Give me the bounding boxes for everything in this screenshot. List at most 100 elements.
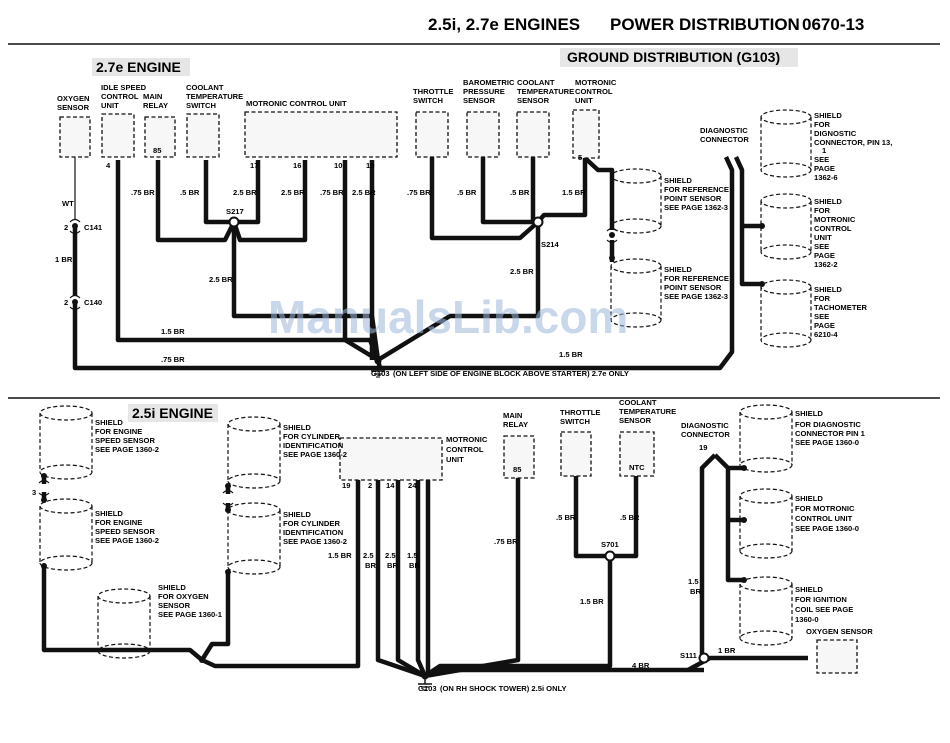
ground-g103-bottom-text: (ON RH SHOCK TOWER) 2.5i ONLY xyxy=(440,684,567,693)
svg-text:1.5 BR: 1.5 BR xyxy=(562,188,586,197)
svg-text:BR: BR xyxy=(387,561,398,570)
shield-reference-point-2 xyxy=(610,258,662,328)
svg-text:2.5: 2.5 xyxy=(385,551,396,560)
motronic-control-unit-2-5i xyxy=(339,437,443,481)
svg-text:FOR: FOR xyxy=(814,120,831,129)
svg-text:DIAGNOSTIC: DIAGNOSTIC xyxy=(700,126,748,135)
svg-text:SHIELD: SHIELD xyxy=(795,585,823,594)
svg-text:FOR IGNITION: FOR IGNITION xyxy=(795,595,847,604)
svg-text:FOR OXYGEN: FOR OXYGEN xyxy=(158,592,209,601)
oxygen-sensor-2-5i xyxy=(816,639,858,674)
svg-text:SEE: SEE xyxy=(814,312,829,321)
svg-text:1: 1 xyxy=(822,146,827,155)
svg-text:RELAY: RELAY xyxy=(503,420,528,429)
svg-text:85: 85 xyxy=(153,146,162,155)
svg-text:PAGE: PAGE xyxy=(814,164,835,173)
svg-text:SHIELD: SHIELD xyxy=(283,510,311,519)
svg-text:BR: BR xyxy=(365,561,376,570)
svg-text:1.5: 1.5 xyxy=(407,551,418,560)
svg-text:SWITCH: SWITCH xyxy=(560,417,590,426)
svg-text:CONNECTOR: CONNECTOR xyxy=(700,135,749,144)
svg-text:IDENTIFICATION: IDENTIFICATION xyxy=(283,441,343,450)
svg-text:IDLE SPEED: IDLE SPEED xyxy=(101,83,147,92)
ground-g103-top-text: (ON LEFT SIDE OF ENGINE BLOCK ABOVE STAR… xyxy=(393,369,629,378)
svg-text:2.5 BR: 2.5 BR xyxy=(510,267,534,276)
svg-text:16: 16 xyxy=(293,161,301,170)
svg-text:FOR CYLINDER: FOR CYLINDER xyxy=(283,519,340,528)
oxygen-sensor-2-7e xyxy=(59,116,91,158)
svg-text:1.5 BR: 1.5 BR xyxy=(559,350,583,359)
svg-text:SHIELD: SHIELD xyxy=(664,265,692,274)
svg-text:TEMPERATURE: TEMPERATURE xyxy=(619,407,676,416)
subtitle-band xyxy=(560,48,798,67)
svg-text:1.5 BR: 1.5 BR xyxy=(328,551,352,560)
svg-text:COIL SEE PAGE: COIL SEE PAGE xyxy=(795,605,853,614)
header-section: POWER DISTRIBUTION xyxy=(610,15,800,34)
svg-text:FOR MOTRONIC: FOR MOTRONIC xyxy=(795,504,855,513)
svg-text:PAGE: PAGE xyxy=(814,321,835,330)
svg-text:SENSOR: SENSOR xyxy=(158,601,191,610)
svg-text:SEE PAGE 1360-2: SEE PAGE 1360-2 xyxy=(283,450,347,459)
svg-text:.75 BR: .75 BR xyxy=(494,537,518,546)
svg-text:SEE: SEE xyxy=(814,242,829,251)
splice-s217 xyxy=(228,216,240,228)
svg-text:MOTRONIC: MOTRONIC xyxy=(814,215,856,224)
watermark-manualslib: ManualsLib.com xyxy=(268,291,628,343)
svg-text:SEE PAGE 1360-0: SEE PAGE 1360-0 xyxy=(795,524,859,533)
svg-text:1 BR: 1 BR xyxy=(55,255,73,264)
bottom-shield-labels: SHIELD FOR ENGINE SPEED SENSOR SEE PAGE … xyxy=(95,409,866,624)
top-pin-labels: 4 85 17 16 10 19 5 xyxy=(106,146,583,170)
svg-text:UNIT: UNIT xyxy=(446,455,464,464)
svg-text:FOR REFERENCE: FOR REFERENCE xyxy=(664,185,729,194)
svg-text:RELAY: RELAY xyxy=(143,101,168,110)
svg-text:1362-2: 1362-2 xyxy=(814,260,838,269)
bottom-section-title: 2.5i ENGINE xyxy=(132,405,213,421)
svg-text:.5 BR: .5 BR xyxy=(510,188,530,197)
svg-text:TACHOMETER: TACHOMETER xyxy=(814,303,868,312)
svg-text:SEE PAGE 1360-1: SEE PAGE 1360-1 xyxy=(158,610,223,619)
top-shield-labels: SHIELD FOR REFERENCE POINT SENSOR SEE PA… xyxy=(664,111,892,339)
svg-text:PRESSURE: PRESSURE xyxy=(463,87,505,96)
shield-diag-connector-top xyxy=(760,109,812,178)
svg-text:THROTTLE: THROTTLE xyxy=(413,87,454,96)
svg-text:SHIELD: SHIELD xyxy=(814,111,842,120)
svg-text:UNIT: UNIT xyxy=(101,101,119,110)
svg-text:6210-4: 6210-4 xyxy=(814,330,838,339)
svg-text:BR: BR xyxy=(409,561,420,570)
throttle-switch-2-7e xyxy=(415,111,449,158)
shield-reference-point-1 xyxy=(610,168,662,234)
svg-text:FOR DIAGNOSTIC: FOR DIAGNOSTIC xyxy=(795,420,861,429)
svg-text:.75 BR: .75 BR xyxy=(320,188,344,197)
svg-text:SHIELD: SHIELD xyxy=(814,197,842,206)
svg-text:14: 14 xyxy=(386,481,395,490)
svg-text:1 BR: 1 BR xyxy=(718,646,736,655)
header-page-number: 0670-13 xyxy=(802,15,864,34)
top-section-title: 2.7e ENGINE xyxy=(96,59,181,75)
svg-text:17: 17 xyxy=(250,161,258,170)
svg-text:FOR ENGINE: FOR ENGINE xyxy=(95,518,142,527)
svg-text:SHIELD: SHIELD xyxy=(95,418,123,427)
motronic-control-unit-2-7e xyxy=(244,111,398,158)
svg-text:FOR REFERENCE: FOR REFERENCE xyxy=(664,274,729,283)
svg-text:MAIN: MAIN xyxy=(503,411,522,420)
svg-text:DIGNOSTIC: DIGNOSTIC xyxy=(814,129,857,138)
svg-text:NTC: NTC xyxy=(629,463,645,472)
splice-s214 xyxy=(532,216,544,228)
svg-text:1360-0: 1360-0 xyxy=(795,615,819,624)
top-wire-labels: WT 2 C141 1 BR 2 C140 .75 BR .5 BR 2.5 B… xyxy=(55,188,586,364)
shield-cylinder-id-1 xyxy=(227,416,281,489)
shield-engine-speed-1 xyxy=(39,405,93,480)
throttle-switch-2-5i xyxy=(560,431,592,477)
svg-text:SHIELD: SHIELD xyxy=(814,285,842,294)
svg-text:C140: C140 xyxy=(84,298,102,307)
svg-text:SEE PAGE 1362-3: SEE PAGE 1362-3 xyxy=(664,203,728,212)
svg-text:SWITCH: SWITCH xyxy=(186,101,216,110)
svg-text:FOR: FOR xyxy=(814,294,831,303)
svg-text:CONTROL UNIT: CONTROL UNIT xyxy=(795,514,853,523)
svg-text:PAGE: PAGE xyxy=(814,251,835,260)
svg-text:CONNECTOR: CONNECTOR xyxy=(681,430,730,439)
shield-diag-connector-bottom xyxy=(739,404,793,473)
barometric-pressure-sensor xyxy=(466,111,500,158)
svg-text:S214: S214 xyxy=(541,240,560,249)
